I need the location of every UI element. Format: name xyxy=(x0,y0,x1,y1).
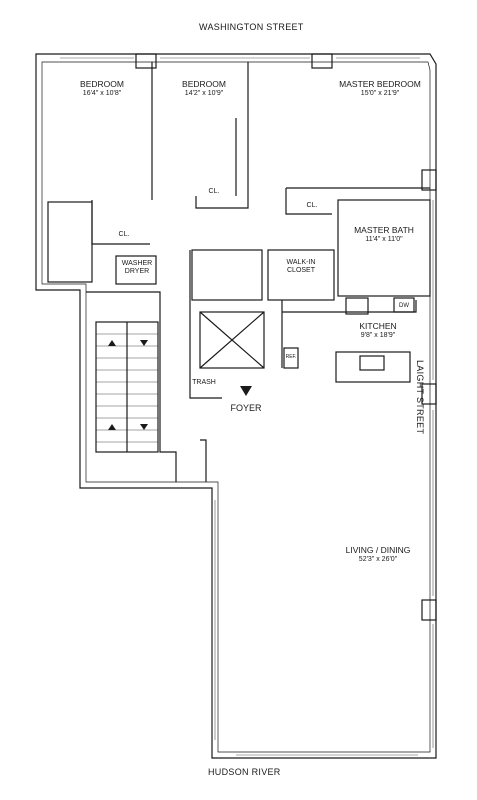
column xyxy=(421,383,437,405)
street-north: WASHINGTON STREET xyxy=(199,22,304,32)
foyer-label: FOYER xyxy=(230,403,262,413)
stair-arrow-icon xyxy=(108,340,116,346)
sink xyxy=(359,355,385,371)
dishwasher xyxy=(393,297,415,313)
wall-bedroom2-east xyxy=(195,62,249,209)
column xyxy=(311,53,333,69)
kitchen-name: KITCHEN xyxy=(359,321,397,331)
living-dining-dims: 52'3" x 26'0" xyxy=(358,555,398,563)
master-bath xyxy=(337,199,431,297)
dishwasher-label: DW xyxy=(399,303,409,309)
master-bath-name: MASTER BATH xyxy=(354,225,414,235)
master-bedroom-dims: 15'0" x 21'9" xyxy=(360,89,400,97)
walk-in-closet-label: WALK-IN CLOSET xyxy=(287,259,316,275)
master-bedroom-label: MASTER BEDROOM 15'0" x 21'9" xyxy=(339,79,421,98)
bathroom-west xyxy=(47,201,93,283)
closet-label-1: CL. xyxy=(208,188,220,195)
bedroom1-label: BEDROOM 16'4" x 10'8" xyxy=(80,79,124,98)
stair-arrow-icon xyxy=(140,424,148,430)
bedroom1-dims: 16'4" x 10'8" xyxy=(82,89,122,97)
foyer-arrow-icon xyxy=(240,386,252,396)
bedroom2-dims: 14'2" x 10'9" xyxy=(184,89,224,97)
kitchen-island xyxy=(335,351,411,383)
wall-trash xyxy=(189,368,222,399)
dryer-label: DRYER xyxy=(124,268,150,276)
column xyxy=(421,599,437,621)
elevator-x xyxy=(199,311,265,369)
bedroom2-label: BEDROOM 14'2" x 10'9" xyxy=(182,79,226,98)
kitchen-label: KITCHEN 9'8" x 18'9" xyxy=(359,321,397,340)
living-dining-label: LIVING / DINING 52'3" x 26'0" xyxy=(345,545,411,564)
closet-label-2: CL. xyxy=(306,202,318,209)
wall-master-closet xyxy=(285,188,332,215)
washer-label: WASHER xyxy=(121,260,153,267)
exterior-wall-inner xyxy=(41,61,431,753)
kitchen-counter xyxy=(281,300,417,368)
stair-treads xyxy=(96,333,158,443)
bedroom1-name: BEDROOM xyxy=(80,79,124,89)
stove xyxy=(345,297,369,315)
refrigerator-label: REF. xyxy=(285,354,297,360)
closet-label-3: CL. xyxy=(118,231,130,238)
stair-arrow-icon xyxy=(140,340,148,346)
wall-core xyxy=(86,291,177,482)
street-east: LAIGHT STREET xyxy=(415,360,425,435)
hall-bath xyxy=(191,249,263,301)
master-bedroom-name: MASTER BEDROOM xyxy=(339,79,421,89)
street-south: HUDSON RIVER xyxy=(208,767,281,777)
master-bath-label: MASTER BATH 11'4" x 11'0" xyxy=(354,225,414,244)
exterior-wall xyxy=(35,53,437,759)
stair-arrow-icon xyxy=(108,424,116,430)
walk-in-label-line1: WALK-IN xyxy=(286,259,316,266)
elevator xyxy=(199,311,265,369)
walk-in-closet xyxy=(267,249,335,301)
column xyxy=(135,53,157,69)
walk-in-label-line2: CLOSET xyxy=(286,267,316,275)
washer-dryer xyxy=(115,255,157,285)
washer-dryer-label: WASHER DRYER xyxy=(122,260,152,276)
column xyxy=(421,169,437,191)
bedroom2-name: BEDROOM xyxy=(182,79,226,89)
living-dining-name: LIVING / DINING xyxy=(345,545,411,555)
kitchen-dims: 9'8" x 18'9" xyxy=(360,331,396,339)
refrigerator xyxy=(283,347,299,369)
wall-foyer-south xyxy=(200,439,207,482)
master-bath-dims: 11'4" x 11'0" xyxy=(365,235,403,243)
trash-label: TRASH xyxy=(192,379,216,386)
